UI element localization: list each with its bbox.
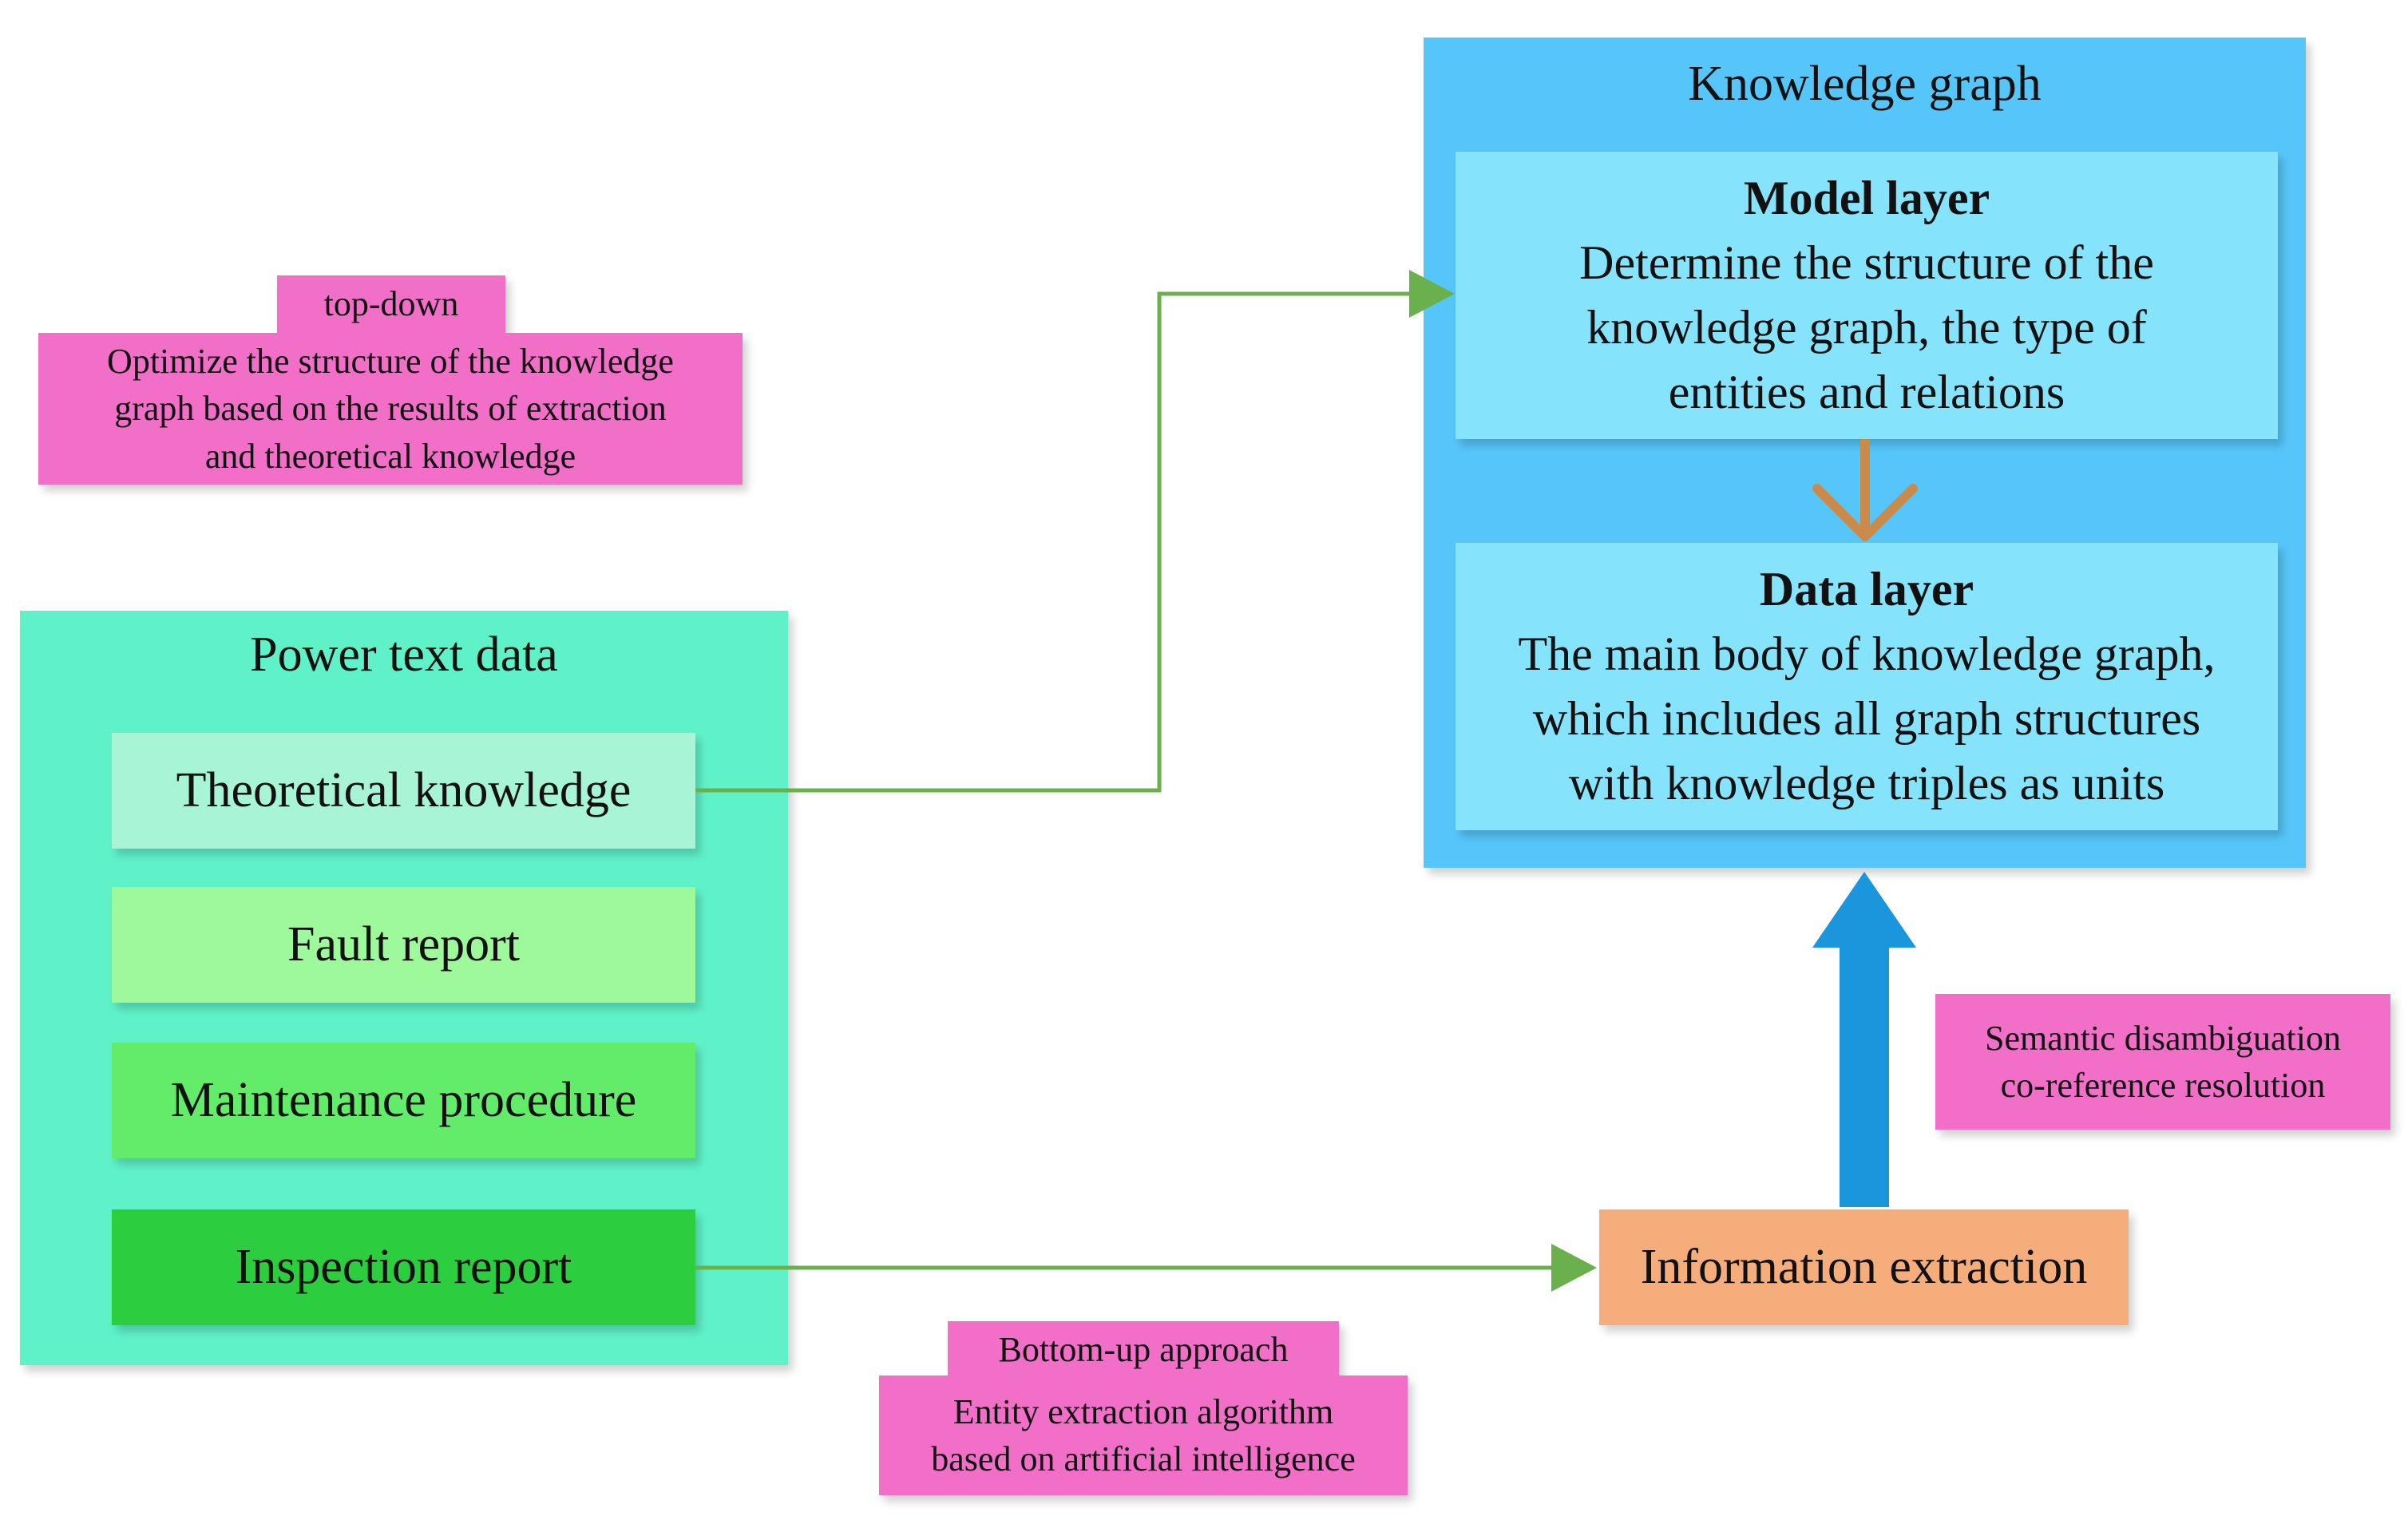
fault-report-box: Fault report <box>112 887 695 1003</box>
data-layer-line: The main body of knowledge graph, <box>1518 627 2216 680</box>
bottom-up-line: Entity extraction algorithm <box>953 1391 1334 1431</box>
inspection-report-box: Inspection report <box>112 1209 695 1325</box>
top-down-tag: top-down <box>277 275 505 333</box>
bottom-up-tag: Bottom-up approach <box>948 1321 1339 1379</box>
bottom-up-line: based on artificial intelligence <box>931 1439 1356 1478</box>
model-layer-line: Determine the structure of the <box>1579 236 2154 289</box>
semantic-line: co-reference resolution <box>2000 1066 2326 1105</box>
inspection-to-extraction-arrowhead <box>1551 1244 1597 1292</box>
model-to-data-arrowhead <box>1812 484 1918 541</box>
data-layer-line: with knowledge triples as units <box>1568 757 2165 809</box>
top-down-line: and theoretical knowledge <box>204 436 576 476</box>
top-down-line: graph based on the results of extraction <box>114 389 667 429</box>
theory-to-model-arrowhead-tip <box>1409 270 1455 318</box>
power-text-data-title: Power text data <box>250 627 558 682</box>
model-layer-box: Model layer Determine the structure of t… <box>1455 152 2278 439</box>
theory-to-model-arrow-line <box>695 291 1409 793</box>
maintenance-procedure-box: Maintenance procedure <box>112 1043 695 1158</box>
data-layer-box: Data layer The main body of knowledge gr… <box>1455 543 2278 830</box>
extraction-to-data-arrow <box>1812 872 1916 1207</box>
information-extraction-box: Information extraction <box>1599 1209 2129 1325</box>
knowledge-graph-title: Knowledge graph <box>1688 56 2042 111</box>
semantic-disambiguation-description: Semantic disambiguation co-reference res… <box>1935 994 2390 1130</box>
data-layer-line: which includes all graph structures <box>1532 692 2201 745</box>
data-layer-title: Data layer <box>1759 563 1974 616</box>
bottom-up-description: Entity extraction algorithm based on art… <box>879 1375 1408 1495</box>
semantic-line: Semantic disambiguation <box>1984 1018 2342 1058</box>
theoretical-knowledge-box: Theoretical knowledge <box>112 733 695 849</box>
model-layer-title: Model layer <box>1743 172 1990 224</box>
top-down-line: Optimize the structure of the knowledge <box>107 341 674 381</box>
model-layer-line: entities and relations <box>1668 366 2065 418</box>
top-down-description: Optimize the structure of the knowledge … <box>38 333 743 485</box>
model-layer-line: knowledge graph, the type of <box>1586 301 2147 354</box>
